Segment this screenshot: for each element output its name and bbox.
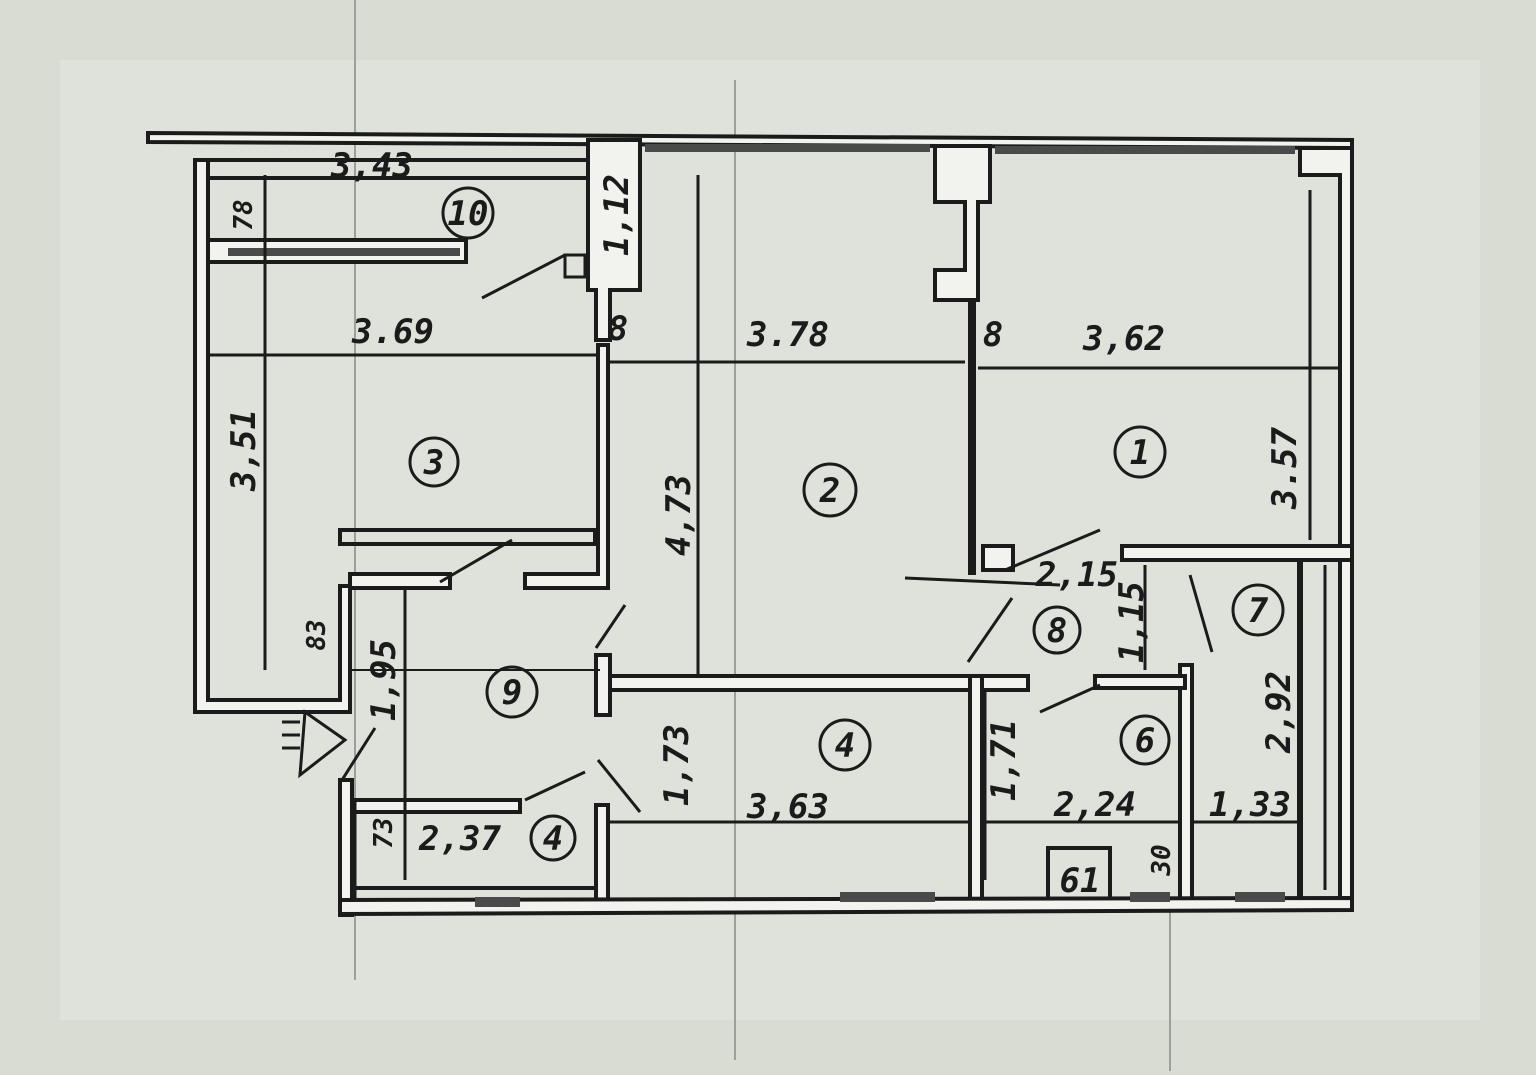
door-swings (340, 253, 1214, 900)
room-3-number: 3 (423, 443, 444, 483)
room-9-number: 9 (502, 673, 522, 713)
walls (146, 130, 1354, 917)
wall-3-2-upper (586, 138, 642, 342)
dim-corridor-length: 1,15 (1112, 581, 1152, 663)
wall-1-corridor (1120, 544, 1354, 562)
window-loggia (475, 897, 520, 907)
dim-niche-width: 61 (1060, 861, 1101, 901)
room-2-number: 2 (819, 471, 840, 511)
dim-wall-thickness: 1,12 (597, 174, 637, 256)
dim-room2-width: 3.78 (746, 315, 829, 355)
dim-room4-width: 3,63 (746, 787, 829, 827)
room-4-number: 4 (835, 726, 855, 766)
wall-4-6 (968, 674, 984, 908)
entrance-arrow-icon (282, 709, 348, 779)
window-room4 (840, 892, 935, 902)
outer-wall-bottom (338, 895, 1354, 917)
dim-corridor-width: 2,15 (1035, 555, 1118, 595)
dim-wall-8a: 8 (608, 309, 628, 349)
dim-room1-length: 3.57 (1265, 427, 1305, 510)
room-6-number: 6 (1135, 721, 1155, 761)
dim-room4-length: 1,73 (657, 724, 697, 806)
loggia-frame (350, 798, 522, 814)
dim-room1-width: 3,62 (1082, 319, 1165, 359)
dimension-lines (208, 175, 1340, 900)
dim-loggia-depth: 73 (369, 817, 399, 848)
dim-room2-length: 4,73 (659, 474, 699, 556)
dim-hall-length: 1,95 (364, 639, 404, 721)
dim-balcony-length: 3,43 (330, 146, 413, 186)
room-8-number: 8 (1047, 611, 1067, 651)
wall-6-7 (1178, 663, 1194, 907)
window-room6 (1130, 892, 1170, 902)
room-4b-number: 4 (543, 819, 563, 859)
wall-2-1-pier (933, 144, 992, 302)
wall-2-corridor-stub (981, 544, 1015, 572)
dim-room6-width: 2,24 (1053, 785, 1136, 825)
dim-closet-depth: 83 (302, 619, 332, 650)
room-1-number: 1 (1130, 433, 1150, 473)
wall-6-top (1093, 674, 1187, 690)
window-room2 (645, 144, 930, 152)
dim-room6-length: 1,71 (984, 719, 1024, 801)
outer-wall-left (193, 158, 352, 714)
wall-2-4 (606, 674, 1030, 692)
room-10-number: 10 (448, 194, 489, 234)
wall-3-2-lower (523, 343, 610, 590)
room-circles (408, 186, 1285, 862)
paper-sheet (60, 60, 1480, 1020)
wall-3-bottom-door (338, 528, 597, 546)
dim-room7-width: 1,33 (1209, 785, 1291, 825)
dim-wall-8b: 8 (983, 315, 1003, 355)
wall-9-top (348, 572, 452, 590)
window-room1 (995, 146, 1295, 154)
dim-niche-depth: 30 (1147, 844, 1177, 876)
room-7-number: 7 (1248, 591, 1269, 631)
dim-balcony-depth: 78 (229, 199, 259, 230)
dim-room7-length: 2,92 (1259, 671, 1299, 754)
dim-room3-width: 3.69 (351, 312, 434, 352)
window-room7 (1235, 892, 1285, 902)
windows (228, 144, 1295, 907)
dim-room3-length: 3,51 (224, 409, 264, 492)
dim-loggia-length: 2,37 (418, 819, 501, 859)
corridor-pillar (594, 653, 612, 717)
window-balcony (228, 248, 460, 256)
